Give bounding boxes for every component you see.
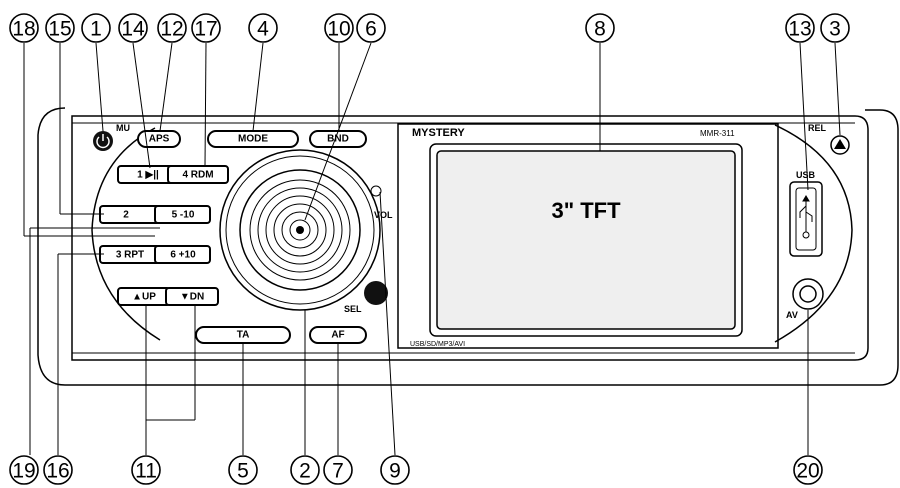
bnd-button-label: BND [327, 134, 349, 145]
ta-button-label: TA [237, 330, 250, 341]
preset-3-button[interactable]: 3 RPT [99, 245, 161, 264]
callout-2: 2 [290, 455, 320, 485]
reset-hole[interactable] [370, 185, 382, 197]
svg-text:12: 12 [160, 18, 183, 41]
usb-label: USB [796, 170, 816, 180]
callout-13: 13 [785, 13, 815, 43]
av-label: AV [786, 310, 798, 320]
callout-7: 7 [323, 455, 353, 485]
svg-text:9: 9 [389, 460, 401, 483]
leader-lines [23, 42, 841, 456]
usb-slot [795, 187, 817, 251]
svg-text:15: 15 [48, 18, 71, 41]
front-panel [71, 115, 869, 361]
svg-text:18: 18 [12, 18, 35, 41]
preset-6-label: 6 +10 [170, 250, 196, 261]
svg-text:2: 2 [299, 460, 311, 483]
callout-9: 9 [380, 455, 410, 485]
formats-label: USB/SD/MP3/AVI [410, 341, 465, 348]
tft-screen[interactable] [436, 150, 736, 330]
down-button-label: ▼DN [180, 292, 204, 303]
display-bezel [397, 123, 779, 349]
screen-text: 3" TFT [551, 198, 621, 223]
callout-8: 8 [585, 13, 615, 43]
preset-6-button[interactable]: 6 +10 [154, 245, 211, 264]
af-button-label: AF [331, 330, 344, 341]
model-number: MMR-311 [700, 129, 735, 138]
release-icon [834, 139, 846, 149]
up-button-label: ▲UP [132, 292, 156, 303]
ir-sensor [364, 281, 388, 305]
brand-logo: MYSTERY [412, 127, 465, 139]
preset-4-button[interactable]: 4 RDM [167, 165, 229, 184]
preset-2-button[interactable]: 2 [99, 205, 161, 224]
svg-text:19: 19 [12, 460, 35, 483]
left-control-arc [91, 127, 161, 341]
svg-text:14: 14 [121, 18, 145, 41]
callout-10: 10 [324, 13, 354, 43]
callout-12: 12 [157, 13, 187, 43]
svg-text:4: 4 [257, 18, 269, 41]
callout-16: 16 [43, 455, 73, 485]
svg-text:10: 10 [327, 18, 350, 41]
svg-text:6: 6 [365, 18, 377, 41]
callout-1: 1 [81, 13, 111, 43]
mode-button[interactable]: MODE [207, 130, 299, 148]
usb-icon [799, 195, 813, 239]
sel-label: SEL [344, 304, 362, 314]
callout-15: 15 [45, 13, 75, 43]
callout-11: 11 [131, 455, 161, 485]
down-button[interactable]: ▼DN [165, 287, 219, 306]
svg-text:8: 8 [594, 18, 606, 41]
av-jack[interactable] [792, 278, 824, 310]
callout-17: 17 [191, 13, 221, 43]
callout-20: 20 [793, 455, 823, 485]
display-frame [429, 143, 743, 337]
aps-button-label: APS [149, 134, 170, 145]
callout-4: 4 [248, 13, 278, 43]
preset-1-label: 1 ▶|| [137, 170, 159, 181]
up-button[interactable]: ▲UP [117, 287, 171, 306]
usb-port[interactable] [789, 181, 823, 257]
preset-5-label: 5 -10 [172, 210, 195, 221]
svg-text:13: 13 [788, 18, 811, 41]
mode-button-label: MODE [238, 134, 268, 145]
aps-button[interactable]: APS [137, 130, 181, 148]
rel-label: REL [808, 123, 827, 133]
svg-text:1: 1 [90, 18, 102, 41]
release-button[interactable] [830, 135, 850, 155]
callout-18: 18 [9, 13, 39, 43]
callout-3: 3 [820, 13, 850, 43]
svg-text:20: 20 [796, 460, 819, 483]
svg-text:7: 7 [332, 460, 344, 483]
preset-5-button[interactable]: 5 -10 [154, 205, 211, 224]
vol-label: VOL [374, 210, 393, 220]
preset-3-label: 3 RPT [116, 250, 144, 261]
callout-6: 6 [356, 13, 386, 43]
chassis-outline [37, 107, 899, 386]
svg-text:11: 11 [135, 460, 157, 483]
power-icon [96, 136, 110, 149]
callout-14: 14 [118, 13, 148, 43]
right-arc [774, 124, 853, 343]
callout-5: 5 [228, 455, 258, 485]
av-jack-inner [799, 285, 817, 303]
preset-2-label: 2 [123, 210, 129, 221]
mu-label: MU [116, 123, 130, 133]
preset-4-label: 4 RDM [182, 170, 213, 181]
af-button[interactable]: AF [309, 326, 367, 344]
volume-knob[interactable] [219, 149, 381, 311]
bnd-button[interactable]: BND [309, 130, 367, 148]
svg-text:16: 16 [46, 460, 69, 483]
svg-text:17: 17 [194, 18, 217, 41]
callout-19: 19 [9, 455, 39, 485]
ta-button[interactable]: TA [195, 326, 291, 344]
svg-text:5: 5 [237, 460, 249, 483]
svg-text:3: 3 [829, 18, 841, 41]
